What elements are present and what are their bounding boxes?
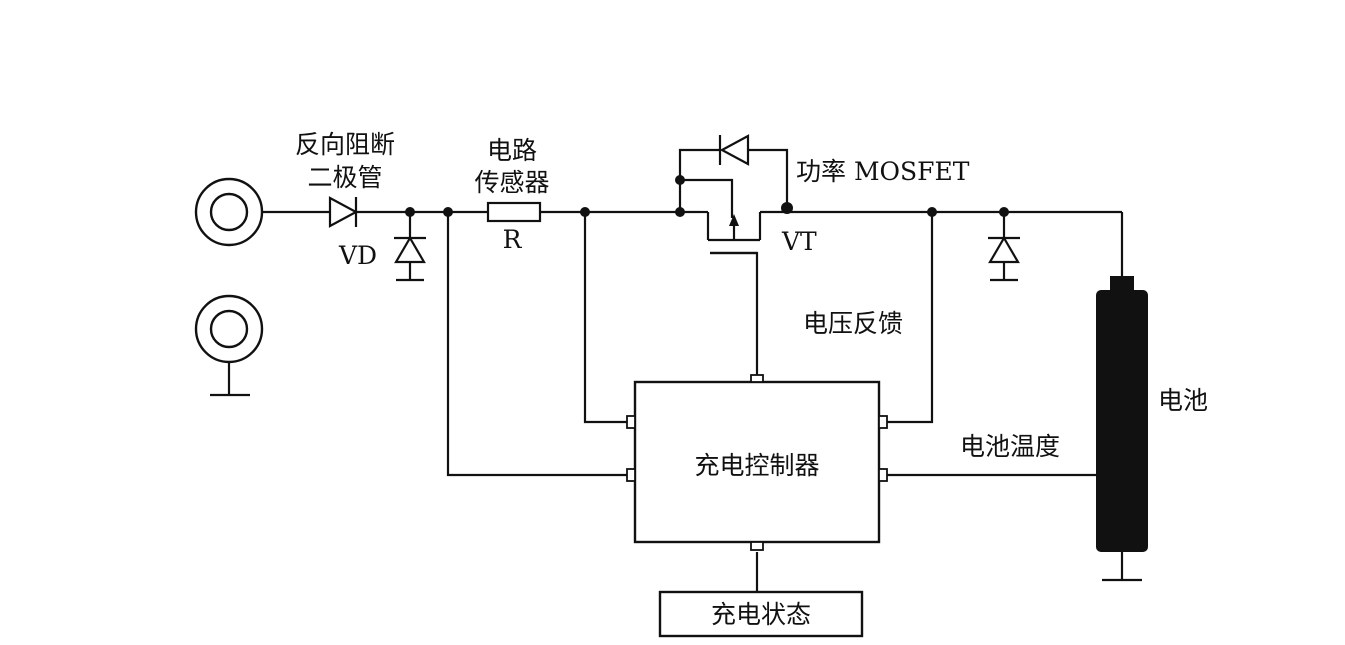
mosfet-icon	[680, 178, 762, 255]
charge-status-box	[658, 590, 864, 638]
wire-gate-drive	[710, 251, 759, 375]
wire-bodydiode-left	[678, 148, 720, 212]
input-jack-ground	[194, 294, 264, 364]
battery-icon	[1096, 290, 1148, 552]
shunt-diode-icon	[988, 235, 1020, 264]
wire-voltage-feedback	[886, 212, 934, 424]
battery-temp-label: 电池温度	[960, 432, 1060, 461]
blocking-diode-label-line2: 二极管	[307, 163, 382, 192]
vd-diode-icon	[394, 235, 426, 264]
blocking-diode-label-line1: 反向阻断	[295, 130, 395, 159]
vd-label: VD	[338, 241, 377, 270]
battery-label: 电池	[1158, 386, 1208, 415]
blocking-diode-icon	[328, 196, 359, 228]
body-diode-icon	[718, 134, 750, 166]
mosfet-label: 功率 MOSFET	[796, 157, 970, 186]
sensor-label-line1: 电路	[487, 136, 537, 165]
wire-input-sense	[446, 212, 628, 477]
resistor-icon	[486, 201, 542, 223]
controller-label: 充电控制器	[694, 451, 819, 480]
controller-pins	[626, 374, 888, 551]
input-jack-positive	[194, 177, 264, 247]
resistor-label: R	[503, 225, 523, 254]
battery-terminal	[1110, 276, 1134, 292]
voltage-feedback-label: 电压反馈	[803, 309, 903, 338]
wire-current-sense	[583, 212, 628, 424]
sensor-label-line2: 传感器	[474, 168, 549, 197]
mosfet-arrow-icon	[729, 214, 739, 226]
charge-status-label: 充电状态	[711, 600, 811, 629]
wire-bodydiode-right	[748, 148, 789, 212]
junction-dots	[405, 175, 1009, 217]
vt-label: VT	[781, 227, 817, 256]
